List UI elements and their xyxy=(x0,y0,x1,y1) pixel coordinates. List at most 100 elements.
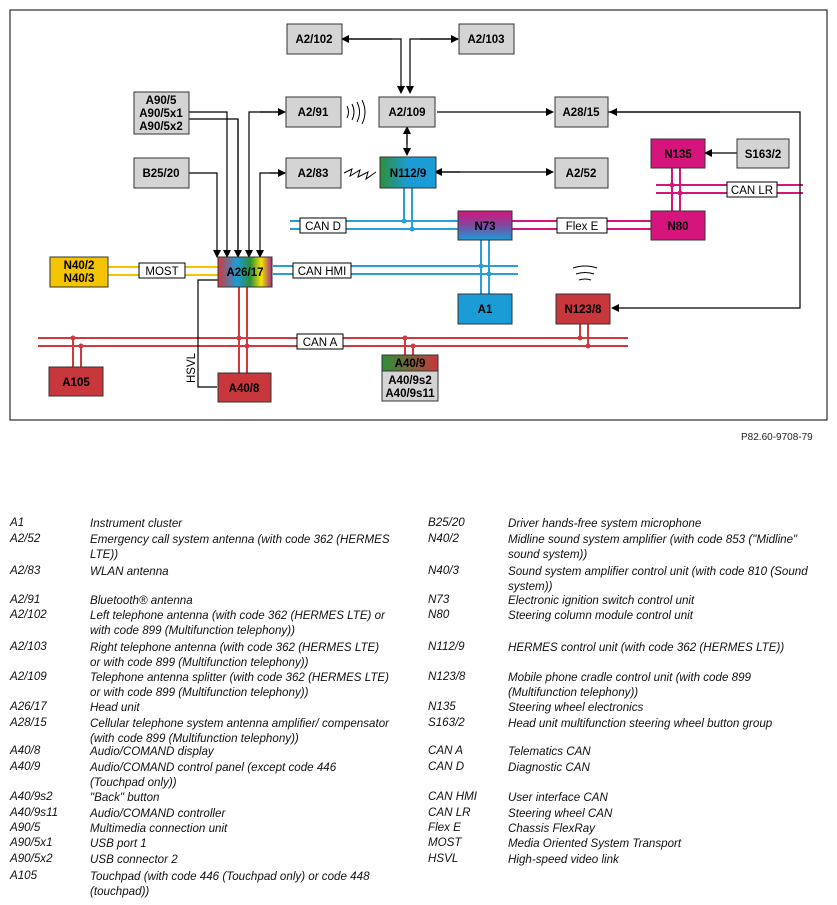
bus-label-can-d: CAN D xyxy=(299,217,347,234)
legend-description: Multimedia connection unit xyxy=(90,822,228,835)
legend-description: HERMES control unit (with code 362 (HERM… xyxy=(508,641,785,654)
a40-8-label: A40/8 xyxy=(229,383,260,395)
legend-code: A2/102 xyxy=(10,608,47,621)
a105-label: A105 xyxy=(62,377,90,389)
legend-code: A40/9s11 xyxy=(10,806,59,819)
n80-label: N80 xyxy=(667,221,688,233)
a40-9s2-label: A40/9s2 xyxy=(388,375,431,387)
svg-text:CAN A: CAN A xyxy=(303,337,338,349)
bus-label-flex-e: Flex E xyxy=(556,217,608,234)
figure-reference: P82.60-9708-79 xyxy=(741,432,813,443)
bus-label-can-a: CAN A xyxy=(296,333,344,350)
a90-5x1-label: A90/5x1 xyxy=(139,108,183,120)
legend-description: Head unit multifunction steering wheel b… xyxy=(508,717,773,730)
bus-label-can-hmi: CAN HMI xyxy=(292,262,352,279)
legend-code: S163/2 xyxy=(428,716,465,729)
s163-2-label: S163/2 xyxy=(745,149,781,161)
legend-code: A28/15 xyxy=(10,716,47,729)
legend-description: Steering column module control unit xyxy=(508,609,693,622)
legend-code: A90/5x2 xyxy=(10,852,53,865)
component-a105: A105 xyxy=(48,366,104,397)
legend-description: Right telephone antenna (with code 362 (… xyxy=(90,641,380,669)
legend-code: B25/20 xyxy=(428,516,465,529)
legend-description: Telematics CAN xyxy=(508,745,591,758)
a28-15-label: A28/15 xyxy=(562,107,600,119)
component-n80: N80 xyxy=(650,210,706,241)
legend-description: USB port 1 xyxy=(90,837,147,850)
legend-description: Audio/COMAND display xyxy=(90,745,214,758)
legend-code: N40/2 xyxy=(428,532,459,545)
legend-description: Touchpad (with code 446 (Touchpad only) … xyxy=(90,870,370,898)
component-n135: N135 xyxy=(650,138,706,169)
component-a2-103: A2/103 xyxy=(458,23,515,55)
legend-code: A40/9s2 xyxy=(10,790,53,803)
legend-code: N80 xyxy=(428,608,450,621)
legend-description: Cellular telephone system antenna amplif… xyxy=(90,717,390,745)
legend-code: A26/17 xyxy=(10,700,47,713)
n40-3-label: N40/3 xyxy=(64,273,95,285)
component-n123-8: N123/8 xyxy=(555,293,611,325)
component-s163-2: S163/2 xyxy=(736,138,790,169)
legend-code: A90/5x1 xyxy=(10,836,53,849)
n112-9-label: N112/9 xyxy=(390,168,426,180)
n40-2-label: N40/2 xyxy=(64,260,95,272)
legend-description: Media Oriented System Transport xyxy=(508,837,682,850)
a40-9s11-label: A40/9s11 xyxy=(385,388,435,400)
legend-code: A1 xyxy=(10,516,25,529)
legend-description: "Back" button xyxy=(90,791,160,804)
legend-code: A2/91 xyxy=(10,593,41,606)
legend-description: USB connector 2 xyxy=(90,853,178,866)
legend-code: MOST xyxy=(428,836,462,849)
legend-code: A40/8 xyxy=(10,744,41,757)
legend-description: WLAN antenna xyxy=(90,565,169,578)
component-a90-5: A90/5 A90/5x1 A90/5x2 xyxy=(133,91,190,135)
component-a40-9: A40/9 A40/9s2 A40/9s11 xyxy=(381,354,439,402)
legend-code: CAN D xyxy=(428,760,465,773)
a2-109-label: A2/109 xyxy=(388,107,425,119)
legend-code: A40/9 xyxy=(10,760,41,773)
legend-description: High-speed video link xyxy=(508,853,619,866)
svg-text:CAN LR: CAN LR xyxy=(731,185,773,197)
legend-description: Diagnostic CAN xyxy=(508,761,590,774)
legend-description: Driver hands-free system microphone xyxy=(508,517,702,530)
component-n40-2-n40-3: N40/2 N40/3 xyxy=(49,256,109,288)
legend-code: N40/3 xyxy=(428,564,459,577)
legend-description: Steering wheel electronics xyxy=(508,701,644,714)
legend-description: Steering wheel CAN xyxy=(508,807,613,820)
svg-text:MOST: MOST xyxy=(145,266,178,278)
signal-lines xyxy=(188,35,801,388)
component-a28-15: A28/15 xyxy=(554,96,609,128)
wireless-signal-marks xyxy=(343,99,598,281)
a2-91-label: A2/91 xyxy=(298,107,329,119)
component-a1: A1 xyxy=(457,293,513,325)
svg-text:CAN HMI: CAN HMI xyxy=(298,266,347,278)
legend-description: Instrument cluster xyxy=(90,517,183,530)
component-a2-102: A2/102 xyxy=(286,23,343,55)
a90-5x2-label: A90/5x2 xyxy=(139,121,182,133)
legend-code: CAN HMI xyxy=(428,790,477,803)
legend-description: Telephone antenna splitter (with code 36… xyxy=(90,671,390,699)
legend-description: Midline sound system amplifier (with cod… xyxy=(508,533,798,561)
legend-code: A2/52 xyxy=(10,532,41,545)
legend-code: N123/8 xyxy=(428,670,466,683)
bus-label-most: MOST xyxy=(138,262,186,279)
legend-code: A2/109 xyxy=(10,670,47,683)
legend-description: Head unit xyxy=(90,701,140,714)
network-diagram: A2/102 A2/103 A90/5 A90/5x1 A90/5x2 A2/9… xyxy=(9,9,828,421)
legend-code: CAN A xyxy=(428,744,464,757)
svg-text:Flex E: Flex E xyxy=(566,221,599,233)
legend-description: User interface CAN xyxy=(508,791,608,804)
legend-description: Audio/COMAND controller xyxy=(90,807,226,820)
legend-description: Sound system amplifier control unit (wit… xyxy=(508,565,808,593)
legend-code: A90/5 xyxy=(10,821,41,834)
component-a2-109: A2/109 xyxy=(378,96,436,128)
legend-code: A2/83 xyxy=(10,564,41,577)
legend-code: N73 xyxy=(428,593,450,606)
legend-code: Flex E xyxy=(428,821,461,834)
legend-description: Chassis FlexRay xyxy=(508,822,595,835)
legend-description: Audio/COMAND control panel (except code … xyxy=(90,761,337,789)
component-a40-8: A40/8 xyxy=(217,372,272,403)
svg-text:CAN D: CAN D xyxy=(305,221,341,233)
component-n112-9: N112/9 xyxy=(379,156,437,189)
a1-label: A1 xyxy=(478,304,493,316)
